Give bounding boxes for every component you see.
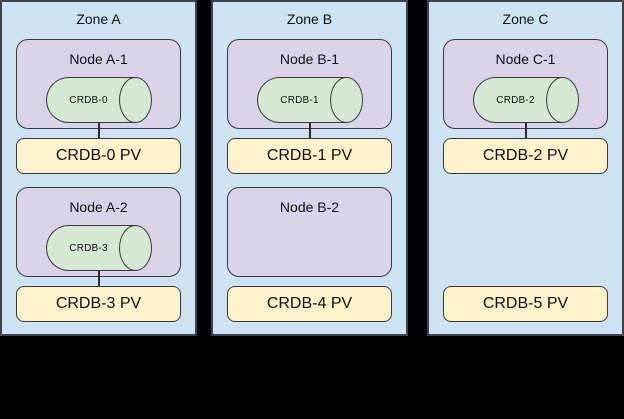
zone-a-label: Zone A — [76, 11, 121, 27]
crdb-2-pv-label: CRDB-2 PV — [482, 147, 569, 164]
crdb-0-pod-cylinder: CRDB-0 — [45, 77, 152, 123]
crdb-2-pod-cylinder: CRDB-2 — [472, 77, 579, 123]
zone-a: Zone A Node A-1 CRDB-0 CRDB-0 PV Node A-… — [0, 0, 197, 336]
connector-line — [97, 123, 100, 139]
node-b1-label: Node B-1 — [279, 51, 340, 67]
crdb-5-pv-label: CRDB-5 PV — [482, 295, 569, 312]
node-b2-box: Node B-2 — [227, 187, 392, 277]
crdb-2-pv-box: CRDB-2 PV — [443, 138, 608, 174]
connector-line — [97, 271, 100, 287]
crdb-3-pv-label: CRDB-3 PV — [55, 295, 142, 312]
crdb-1-pod-cylinder: CRDB-1 — [256, 77, 363, 123]
zone-c: Zone C Node C-1 CRDB-2 CRDB-2 PV CRDB-5 … — [427, 0, 624, 336]
connector-line — [308, 123, 311, 139]
cylinder-cap-icon — [329, 77, 363, 123]
crdb-1-pv-box: CRDB-1 PV — [227, 138, 392, 174]
zone-b: Zone B Node B-1 CRDB-1 CRDB-1 PV Node B-… — [211, 0, 408, 336]
crdb-1-pv-label: CRDB-1 PV — [266, 147, 353, 164]
cylinder-cap-icon — [118, 77, 152, 123]
crdb-5-pv-box: CRDB-5 PV — [443, 286, 608, 322]
crdb-2-pod-label: CRDB-2 — [496, 94, 535, 106]
zone-c-label: Zone C — [502, 11, 549, 27]
node-a1-label: Node A-1 — [69, 51, 128, 67]
node-c1-box: Node C-1 CRDB-2 — [443, 39, 608, 129]
node-a2-box: Node A-2 CRDB-3 — [16, 187, 181, 277]
connector-line — [524, 123, 527, 139]
node-c1-label: Node C-1 — [495, 51, 556, 67]
crdb-0-pod-label: CRDB-0 — [69, 94, 108, 106]
node-a1-box: Node A-1 CRDB-0 — [16, 39, 181, 129]
crdb-3-pod-label: CRDB-3 — [69, 242, 108, 254]
node-b2-label: Node B-2 — [279, 199, 340, 215]
crdb-0-pv-box: CRDB-0 PV — [16, 138, 181, 174]
node-b1-box: Node B-1 CRDB-1 — [227, 39, 392, 129]
crdb-3-pv-box: CRDB-3 PV — [16, 286, 181, 322]
cylinder-cap-icon — [118, 225, 152, 271]
crdb-4-pv-box: CRDB-4 PV — [227, 286, 392, 322]
cylinder-cap-icon — [545, 77, 579, 123]
crdb-1-pod-label: CRDB-1 — [280, 94, 319, 106]
node-a2-label: Node A-2 — [69, 199, 128, 215]
crdb-0-pv-label: CRDB-0 PV — [55, 147, 142, 164]
crdb-3-pod-cylinder: CRDB-3 — [45, 225, 152, 271]
crdb-4-pv-label: CRDB-4 PV — [266, 295, 353, 312]
zone-b-label: Zone B — [286, 11, 333, 27]
